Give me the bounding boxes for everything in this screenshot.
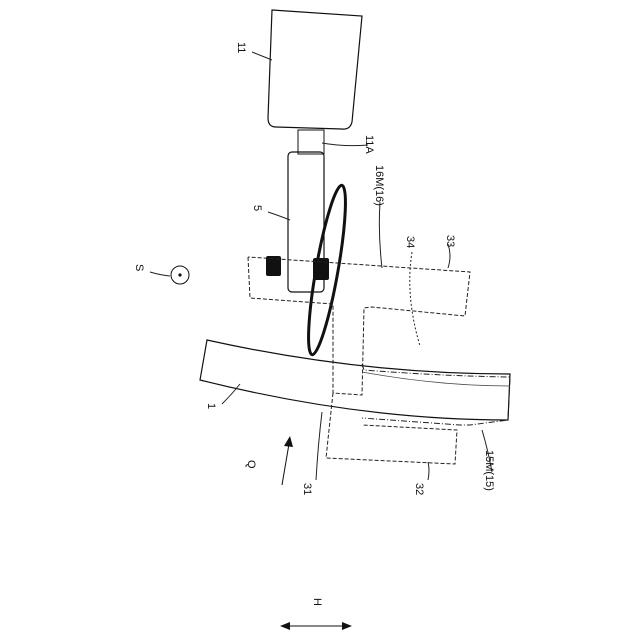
region-15m-outline (362, 364, 510, 425)
label-15m: 15M(15) (483, 450, 495, 491)
region-32-outline (326, 393, 457, 464)
label-11a: 11A (363, 135, 375, 154)
workpiece-1 (200, 340, 510, 420)
leader-16m (379, 202, 382, 268)
label-11: 11 (235, 42, 247, 53)
label-1: 1 (205, 403, 217, 409)
label-31: 31 (301, 483, 313, 495)
label-s: S (133, 264, 145, 271)
leader-11a (322, 143, 368, 146)
leader-34 (410, 252, 420, 346)
label-16m: 16M(16) (373, 165, 385, 206)
leader-11 (252, 52, 272, 60)
leader-32 (428, 462, 429, 480)
axis-h-arrowhead-left (280, 622, 290, 630)
direction-q-arrowhead (284, 436, 293, 447)
label-q: Q (245, 460, 257, 469)
leader-33 (448, 244, 450, 268)
motor-unit-11 (268, 10, 362, 129)
leader-5 (268, 212, 290, 220)
label-34: 34 (404, 236, 416, 248)
label-h: H (311, 598, 323, 606)
center-point-dot (178, 273, 181, 276)
label-33: 33 (444, 235, 456, 247)
label-32: 32 (413, 483, 425, 495)
coupling-11a (298, 130, 324, 154)
leader-s (150, 272, 170, 276)
leader-31 (316, 412, 322, 480)
label-5: 5 (251, 205, 263, 211)
axis-h-arrowhead-right (342, 622, 352, 630)
